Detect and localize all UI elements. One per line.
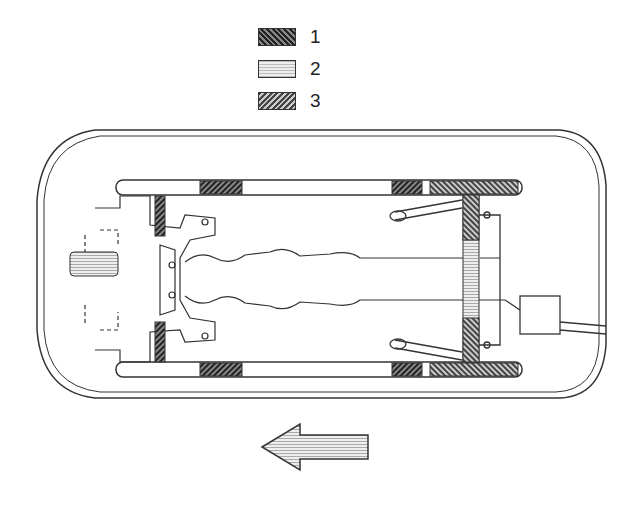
legend-swatch — [258, 60, 296, 78]
legend-swatch — [258, 28, 296, 46]
legend-text: 3 — [310, 90, 321, 112]
legend-swatch — [258, 92, 296, 110]
legend-text: 2 — [310, 58, 321, 80]
legend-text: 1 — [310, 26, 321, 48]
